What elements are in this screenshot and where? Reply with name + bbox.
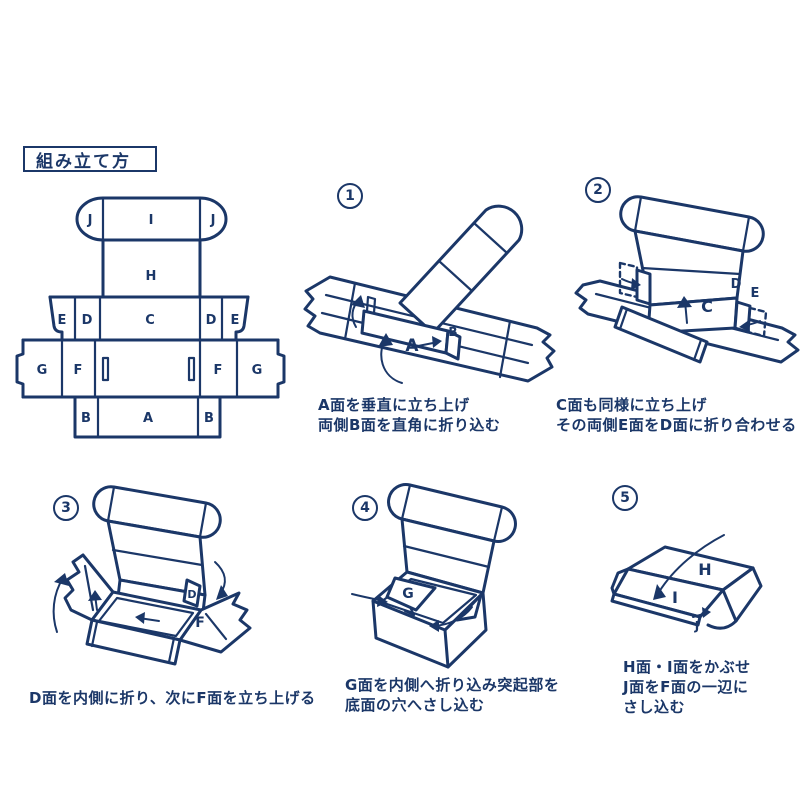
step4-label-g: G: [402, 586, 414, 602]
page-title: 組み立て方: [36, 151, 131, 172]
panel-label-c: C: [145, 313, 155, 328]
step-5-diagram: H I J: [610, 534, 763, 633]
step-4-number: 4: [352, 495, 378, 521]
step2-label-c: C: [701, 297, 713, 316]
step5-label-i: I: [672, 588, 678, 607]
caption-line: H面・I面をかぶせ: [623, 658, 751, 676]
step-1-number: 1: [337, 183, 363, 209]
step1-label-a: A: [405, 336, 419, 356]
panel-label-f-left: F: [74, 363, 83, 378]
panel-label-b-right: B: [204, 411, 214, 426]
step-5-caption: H面・I面をかぶせ J面をF面の一辺に さし込む: [623, 657, 751, 717]
panel-label-e-left: E: [58, 313, 67, 328]
fold-arrows: [653, 534, 725, 618]
panel-label-d-right: D: [206, 313, 217, 328]
step3-label-d: D: [187, 588, 196, 601]
step-2-diagram: C D E: [574, 195, 800, 364]
step-3-caption: D面を内側に折り、次にF面を立ち上げる: [29, 688, 316, 708]
step-5-number: 5: [612, 485, 638, 511]
panel-label-a: A: [143, 411, 153, 426]
panel-label-d-left: D: [82, 313, 93, 328]
panel-label-e-right: E: [231, 313, 240, 328]
fold-arrows: [621, 278, 761, 332]
panel-label-b-left: B: [81, 411, 91, 426]
step-4-diagram: G: [351, 483, 517, 669]
step1-label-b: B: [448, 325, 457, 339]
panel-label-g-left: G: [37, 363, 48, 378]
step2-label-e: E: [751, 286, 760, 301]
step5-label-h: H: [698, 560, 711, 579]
caption-line: J面をF面の一辺に: [623, 678, 749, 696]
step-3-number: 3: [53, 495, 79, 521]
fold-arrows: [52, 561, 228, 633]
caption-line: 両側B面を直角に折り込む: [318, 416, 501, 434]
step5-label-j: J: [694, 619, 699, 633]
panel-label-j-left: J: [87, 213, 93, 228]
caption-line: 底面の穴へさし込む: [345, 696, 485, 714]
step3-label-f: F: [195, 615, 205, 631]
caption-line: その両側E面をD面に折り合わせる: [556, 416, 797, 434]
caption-line: さし込む: [623, 698, 686, 716]
fold-arrows: [351, 593, 473, 632]
panel-label-i: I: [149, 213, 154, 228]
step-2-caption: C面も同様に立ち上げ その両側E面をD面に折り合わせる: [556, 395, 797, 435]
panel-label-j-right: J: [210, 213, 216, 228]
fold-arrows: [351, 295, 442, 384]
panel-label-h: H: [146, 269, 157, 284]
step2-label-d: D: [731, 277, 742, 292]
step-1-diagram: A B: [303, 204, 556, 384]
panel-label-g-right: G: [252, 363, 263, 378]
title-badge: 組み立て方: [23, 146, 157, 172]
caption-line: A面を垂直に立ち上げ: [318, 396, 470, 414]
caption-line: C面も同様に立ち上げ: [556, 396, 708, 414]
step-3-diagram: D F: [52, 485, 252, 666]
step-2-number: 2: [585, 177, 611, 203]
step-1-caption: A面を垂直に立ち上げ 両側B面を直角に折り込む: [318, 395, 500, 435]
caption-line: G面を内側へ折り込み突起部を: [345, 676, 560, 694]
caption-line: D面を内側に折り、次にF面を立ち上げる: [29, 689, 316, 707]
panel-label-f-right: F: [214, 363, 223, 378]
flat-template-diagram: J I J H E D C D E G F F G B A B: [15, 196, 286, 439]
step-4-caption: G面を内側へ折り込み突起部を 底面の穴へさし込む: [345, 675, 559, 715]
